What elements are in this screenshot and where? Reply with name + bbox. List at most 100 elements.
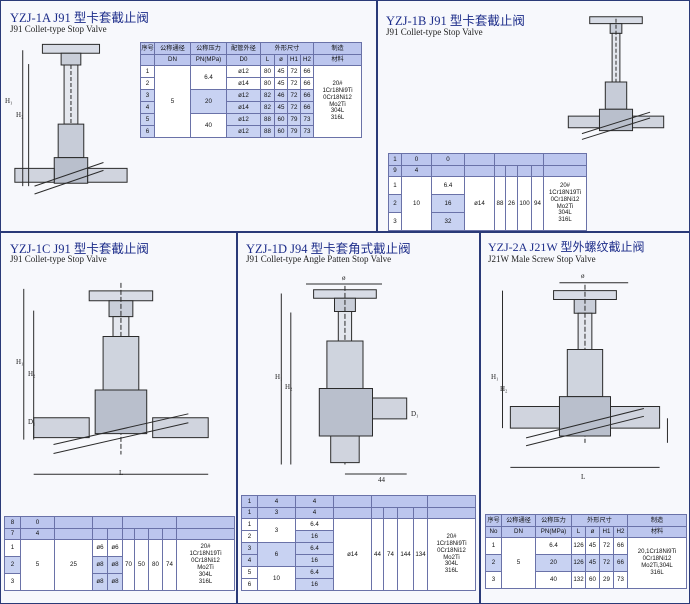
dim-h2-label: H₂ xyxy=(500,385,508,393)
cell: ø12 xyxy=(226,65,261,78)
panel-yzj-2a: YZJ-2A J21W 型外螺纹截止阀 J21W Male Screw Stop… xyxy=(480,232,690,604)
subcol-d0 xyxy=(333,507,372,519)
col-no: 1 xyxy=(388,153,402,166)
panel-yzj-1b: YZJ-1B J91 型卡套截止阀 J91 Collet-type Stop V… xyxy=(377,0,690,232)
cell: 88 xyxy=(260,125,275,138)
cell: 79 xyxy=(287,125,301,138)
cell: 60 xyxy=(274,125,288,138)
valve-drawing-yzj-1a xyxy=(5,37,133,227)
panel-title: YZJ-2A J21W 型外螺纹截止阀 xyxy=(488,240,645,254)
col-material: 制造 xyxy=(313,42,362,55)
subcol-material xyxy=(176,528,235,540)
col-no: 序号 xyxy=(140,42,155,55)
dim-h1-label: H₁ xyxy=(491,373,499,381)
cell: 44 xyxy=(371,518,384,591)
cell: 80 xyxy=(148,539,163,591)
cell: 72 xyxy=(287,77,301,90)
panel-title: YZJ-1C J91 型卡套截止阀 xyxy=(10,242,149,256)
subcol-phi xyxy=(383,507,398,519)
col-material: 制造 xyxy=(627,514,687,527)
panel-subtitle: J91 Collet-type Stop Valve xyxy=(10,254,107,264)
cell: 132 xyxy=(571,571,586,589)
cell: 66 xyxy=(613,554,628,572)
cell: 94 xyxy=(531,176,544,231)
cell: 80 xyxy=(260,65,275,78)
cell: 2 xyxy=(140,77,155,90)
cell: 6 xyxy=(140,125,155,138)
cell: 5 xyxy=(241,566,258,579)
cell: 6 xyxy=(257,542,296,567)
subcol-h2: H2 xyxy=(613,526,628,538)
col-material xyxy=(543,153,587,166)
spec-table-yzj-1d: 1 4 4 1 3 4 1 3 6.4 ø14 44 74 144 134 xyxy=(241,495,476,591)
cell: 73 xyxy=(300,113,314,126)
cell: 16 xyxy=(295,530,334,543)
col-dims: 外形尺寸 xyxy=(260,42,314,55)
col-pn: 4 xyxy=(295,495,334,508)
col-dims xyxy=(371,495,428,508)
cell: 72 xyxy=(287,65,301,78)
col-d0: 配管外径 xyxy=(226,42,261,55)
cell: 2 xyxy=(388,194,402,213)
col-dims: 外形尺寸 xyxy=(571,514,628,527)
col-pn: 0 xyxy=(431,153,465,166)
subcol-l xyxy=(494,165,506,177)
cell: ø14 xyxy=(464,176,495,231)
col-d0 xyxy=(333,495,372,508)
subcol-dn: DN xyxy=(501,526,536,538)
cell: 3 xyxy=(241,542,258,555)
cell: 82 xyxy=(260,89,275,102)
cell: 2 xyxy=(241,530,258,543)
cell: 100 xyxy=(517,176,532,231)
cell: 1 xyxy=(140,65,155,78)
cell: 10 xyxy=(257,566,296,591)
dim-h2-label: H₂ xyxy=(16,111,24,119)
subcol-material xyxy=(543,165,587,177)
spec-table-yzj-1a: 序号 公称通径 公称压力 配管外径 外形尺寸 制造 DN PN(MPa) D0 … xyxy=(140,42,362,138)
subcol-h2 xyxy=(531,165,544,177)
cell: 6.4 xyxy=(295,566,334,579)
cell: 25 xyxy=(54,539,93,591)
cell: 66 xyxy=(613,537,628,555)
subcol-l: L xyxy=(260,54,275,66)
subcol-h2 xyxy=(413,507,428,519)
cell: 45 xyxy=(585,554,600,572)
cell: 40 xyxy=(535,571,572,589)
valve-drawing-yzj-1c xyxy=(9,271,219,509)
panel-subtitle: J21W Male Screw Stop Valve xyxy=(488,254,596,264)
cell: ø8 xyxy=(107,573,123,591)
col-dn: 0 xyxy=(20,516,55,529)
cell: 3 xyxy=(257,518,296,543)
col-material xyxy=(176,516,235,529)
subcol-d0: D0 xyxy=(226,54,261,66)
subcol-pn: PN(MPa) xyxy=(535,526,572,538)
subcol-h1: H1 xyxy=(287,54,301,66)
cell: 5 xyxy=(501,537,536,589)
subcol-phi: ø xyxy=(274,54,288,66)
cell: 88 xyxy=(494,176,506,231)
cell: 20 xyxy=(190,89,227,114)
valve-drawing-yzj-2a xyxy=(489,271,679,487)
col-pn: 公称压力 xyxy=(535,514,572,527)
cell: 20 xyxy=(535,554,572,572)
subcol-material: 材料 xyxy=(627,526,687,538)
cell: 144 xyxy=(397,518,414,591)
cell: ø12 xyxy=(226,125,261,138)
spec-table-yzj-1b: 1 0 0 9 4 1 10 6.4 ø14 88 26 100 94 xyxy=(388,153,587,231)
subcol-h1: H1 xyxy=(599,526,614,538)
col-d0 xyxy=(92,516,123,529)
subcol-h1 xyxy=(397,507,414,519)
cell: 5 xyxy=(154,65,191,138)
col-dn: 0 xyxy=(401,153,432,166)
cell: 1 xyxy=(388,176,402,195)
col-pn xyxy=(54,516,93,529)
cell: 72 xyxy=(599,554,614,572)
cell: 46 xyxy=(274,89,288,102)
cell: 2 xyxy=(4,556,21,574)
cell: 1 xyxy=(485,537,502,555)
subcol-blank: 9 xyxy=(388,165,402,177)
cell: 66 xyxy=(300,101,314,114)
subcol-dn: 3 xyxy=(257,507,296,519)
cell: 45 xyxy=(274,101,288,114)
dim-d1-label: D₁ xyxy=(28,418,36,426)
